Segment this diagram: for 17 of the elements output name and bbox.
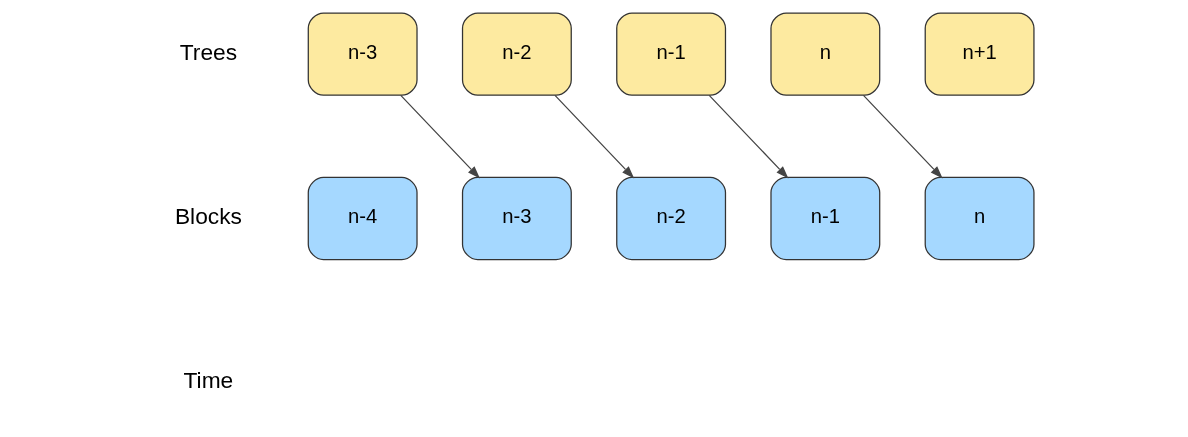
node-box: n (770, 12, 881, 96)
node-box: n (924, 176, 1035, 261)
node-box: n-2 (616, 176, 727, 261)
arrow (708, 94, 789, 179)
label: Trees (179, 38, 238, 65)
label: Time (183, 367, 234, 394)
arrow (862, 94, 943, 179)
arrow (400, 94, 480, 179)
node-box: n-4 (307, 176, 418, 261)
node-box: n-3 (307, 12, 418, 96)
arrow (554, 94, 635, 179)
node-box: n+1 (924, 12, 1035, 96)
node-box: n-3 (461, 176, 572, 261)
node-box: n-2 (461, 12, 572, 96)
label: Blocks (174, 203, 242, 230)
node-box: n-1 (770, 176, 881, 261)
node-box: n-1 (616, 12, 727, 96)
